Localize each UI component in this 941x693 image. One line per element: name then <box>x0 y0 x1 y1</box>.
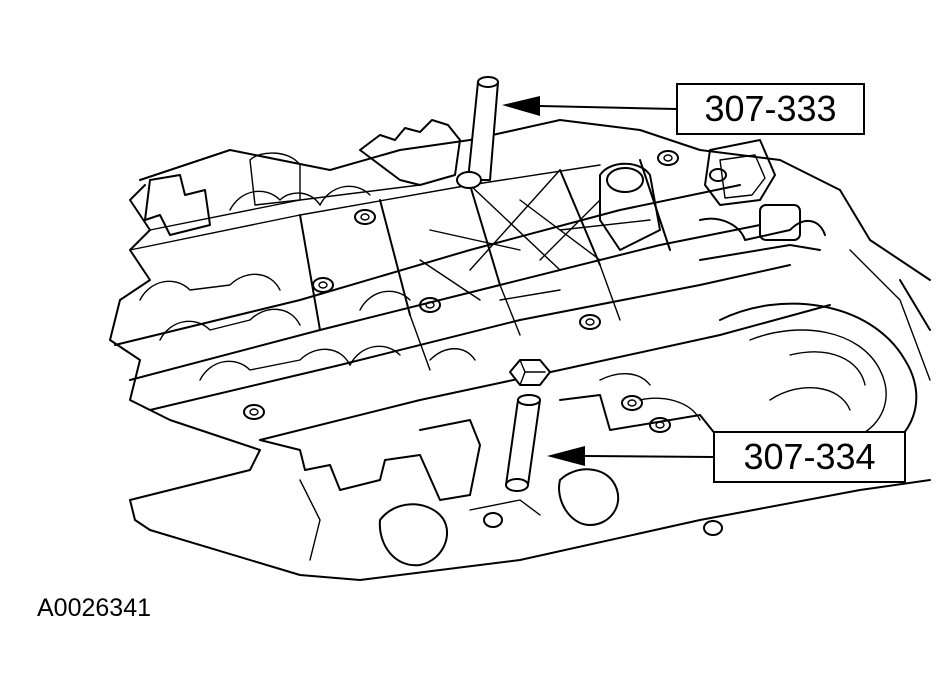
hex-bolt <box>509 359 551 386</box>
alignment-pin-307-333 <box>456 76 499 189</box>
bolt-holes <box>243 150 727 536</box>
callout-label-307-334: 307-334 <box>713 431 906 483</box>
left-bracket <box>144 152 301 236</box>
lower-plate <box>259 394 721 567</box>
leader-arrow-307-334 <box>547 446 714 466</box>
valve-bores <box>139 185 701 421</box>
alignment-pin-307-334 <box>505 394 541 492</box>
valve-body-plate <box>114 159 831 441</box>
solenoid-connector <box>599 139 826 261</box>
figure-id-label: A0026341 <box>37 594 152 622</box>
case-bore <box>719 302 918 451</box>
transmission-case-outline <box>109 119 931 581</box>
leader-arrow-307-333 <box>502 96 677 116</box>
gear-segment <box>359 119 461 186</box>
callout-label-307-333: 307-333 <box>676 83 865 135</box>
